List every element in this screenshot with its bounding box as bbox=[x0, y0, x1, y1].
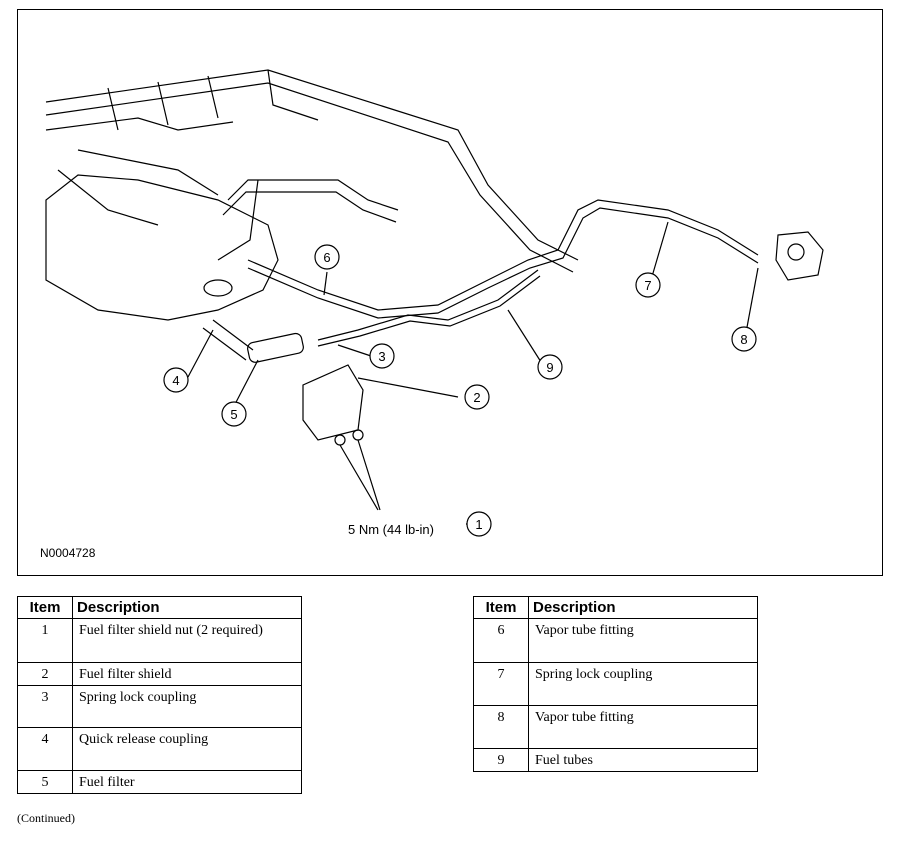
callout-label: 8 bbox=[740, 332, 747, 347]
column-header-item: Item bbox=[473, 596, 529, 619]
crossmember bbox=[227, 179, 399, 211]
item-description: Fuel filter bbox=[72, 770, 302, 794]
item-number: 9 bbox=[473, 748, 529, 772]
item-number: 3 bbox=[17, 685, 73, 728]
table-row: 9 Fuel tubes bbox=[473, 748, 758, 772]
callout-label: 9 bbox=[546, 360, 553, 375]
illustration-figure: 1 2 3 4 5 6 7 8 9 5 Nm (44 lb-in) N00047… bbox=[17, 9, 883, 576]
callout-5 bbox=[221, 401, 247, 427]
callout-label: 3 bbox=[378, 349, 385, 364]
continued-note: (Continued) bbox=[17, 811, 75, 825]
item-number: 2 bbox=[17, 662, 73, 686]
column-header-description: Description bbox=[528, 596, 758, 619]
table-row: 3 Spring lock coupling bbox=[17, 685, 302, 728]
fuel-filter-shield bbox=[302, 364, 364, 441]
table-row: 5 Fuel filter bbox=[17, 770, 302, 794]
table-row: 6 Vapor tube fitting bbox=[473, 618, 758, 663]
item-number: 7 bbox=[473, 662, 529, 706]
item-description: Fuel filter shield nut (2 required) bbox=[72, 618, 302, 663]
frame-rail-upper bbox=[45, 69, 579, 261]
fuel-tube-b bbox=[247, 207, 759, 319]
fuel-tank bbox=[45, 174, 279, 321]
callout-2 bbox=[464, 384, 490, 410]
callout-label: 5 bbox=[230, 407, 237, 422]
figure-id: N0004728 bbox=[40, 546, 96, 560]
frame-rail-upper-inner bbox=[45, 82, 574, 273]
item-table-left: Item Description 1 Fuel filter shield nu… bbox=[17, 596, 302, 794]
item-description: Vapor tube fitting bbox=[528, 618, 758, 663]
fuel-tube-a bbox=[247, 199, 759, 311]
callout-6 bbox=[314, 244, 340, 270]
item-number: 1 bbox=[17, 618, 73, 663]
item-description: Quick release coupling bbox=[72, 727, 302, 771]
column-header-item: Item bbox=[17, 596, 73, 619]
item-number: 4 bbox=[17, 727, 73, 771]
item-number: 6 bbox=[473, 618, 529, 663]
item-table-right: Item Description 6 Vapor tube fitting 7 … bbox=[473, 596, 758, 772]
item-description: Vapor tube fitting bbox=[528, 705, 758, 749]
torque-spec: 5 Nm (44 lb-in) bbox=[348, 522, 434, 537]
callout-label: 7 bbox=[644, 278, 651, 293]
table-row: 8 Vapor tube fitting bbox=[473, 705, 758, 749]
callout-4 bbox=[163, 367, 189, 393]
table-row: 4 Quick release coupling bbox=[17, 727, 302, 771]
item-number: 8 bbox=[473, 705, 529, 749]
fuel-filter bbox=[247, 332, 304, 363]
item-description: Fuel tubes bbox=[528, 748, 758, 772]
item-description: Spring lock coupling bbox=[72, 685, 302, 728]
item-description: Spring lock coupling bbox=[528, 662, 758, 706]
callout-1 bbox=[466, 511, 492, 537]
item-description: Fuel filter shield bbox=[72, 662, 302, 686]
callout-label: 1 bbox=[475, 517, 482, 532]
callout-3 bbox=[369, 343, 395, 369]
table-row: 7 Spring lock coupling bbox=[473, 662, 758, 706]
callout-label: 2 bbox=[473, 390, 480, 405]
table-row: 2 Fuel filter shield bbox=[17, 662, 302, 686]
callout-label: 4 bbox=[172, 373, 179, 388]
column-header-description: Description bbox=[72, 596, 302, 619]
callout-7 bbox=[635, 272, 661, 298]
vapor-canister bbox=[775, 231, 824, 281]
callout-8 bbox=[731, 326, 757, 352]
item-number: 5 bbox=[17, 770, 73, 794]
fuel-system-drawing: 1 2 3 4 5 6 7 8 9 bbox=[45, 69, 824, 537]
callout-label: 6 bbox=[323, 250, 330, 265]
callout-9 bbox=[537, 354, 563, 380]
table-row: 1 Fuel filter shield nut (2 required) bbox=[17, 618, 302, 663]
